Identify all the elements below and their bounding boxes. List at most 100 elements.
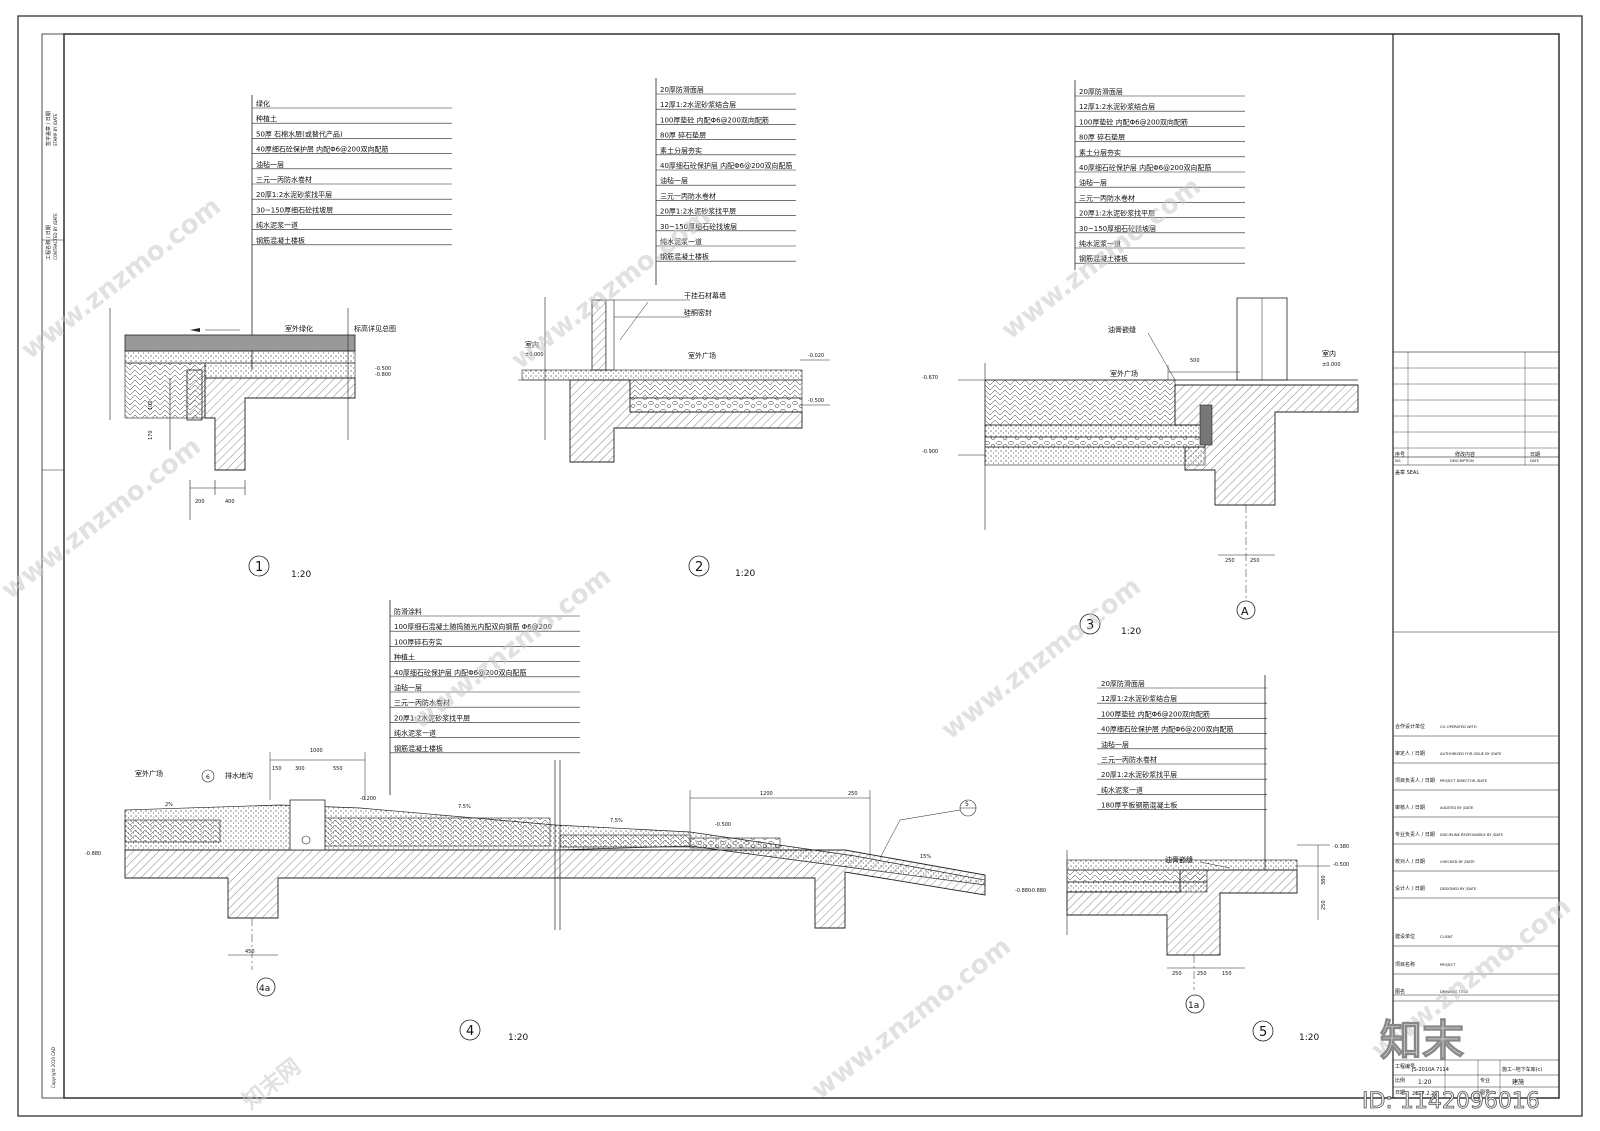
left-strip-text-2: STAMP BY /DATE: [53, 113, 58, 146]
sheet-label: 图号: [1480, 1090, 1490, 1096]
detail-1-area-label: 室外绿化: [285, 324, 313, 333]
layer-label: 20厚1:2水泥砂浆找平层: [256, 190, 332, 199]
detail-4-dim4: 550: [333, 766, 343, 772]
layer-label: 40厚细石砼保护层 内配Φ6@200双向配筋: [1079, 163, 1211, 172]
left-strip-text-4: CONTRACTED BY /DATE: [53, 213, 58, 260]
outer-border: [17, 15, 1583, 1117]
detail-1-dim1: 100: [148, 400, 154, 410]
detail-4-slope4: 15%: [920, 854, 931, 860]
layer-label: 素土分层夯实: [1079, 148, 1121, 157]
detail-2-trim-label: 硅酮密封: [684, 308, 712, 317]
layer-label: 100厚细石混凝土随捣随光内配双向钢筋 Φ6@200: [394, 622, 552, 631]
watermark-brand: 知末: [1380, 1016, 1464, 1065]
title-row-value: CLIENT: [1440, 935, 1454, 939]
title-row-value: AUTHORIZED FOR ISSUE BY /DATE: [1440, 752, 1502, 756]
layer-label: 三元一丙防水卷材: [1101, 755, 1157, 764]
detail-4-number: 4: [466, 1024, 474, 1039]
layer-label: 三元一丙防水卷材: [394, 698, 450, 707]
title-row-value: CO-OPERATED WITH: [1440, 725, 1477, 729]
detail-4-dim2: 150: [272, 766, 282, 772]
detail-5-elev2: -0.500: [1333, 862, 1349, 868]
title-row-value: AUDITED BY /DATE: [1440, 806, 1474, 810]
detail-2-elev2: -0.500: [808, 398, 824, 404]
layer-label: 100厚碎石夯实: [394, 637, 442, 646]
layer-label: 绿化: [256, 99, 270, 108]
layer-label: 80厚 碎石垫层: [660, 131, 706, 140]
detail-5-axis-circle: [1185, 994, 1205, 1014]
detail-5-seal: 油膏嵌缝: [1165, 855, 1193, 864]
rev-header-desc-en: DESCRIPTION: [1450, 459, 1474, 463]
title-row-value: DESIGNED BY /DATE: [1440, 887, 1477, 891]
detail-4-drain: 排水地沟: [225, 771, 253, 780]
watermark-6: www.znzmo.com: [936, 572, 1147, 746]
detail-5-dim2: 250: [1197, 971, 1207, 977]
layer-label: 三元一丙防水卷材: [660, 191, 716, 200]
layer-label: 三元一丙防水卷材: [256, 175, 312, 184]
detail-2-number: 2: [695, 560, 703, 575]
detail-5-elev3: -0.880: [1030, 888, 1046, 894]
layer-label: 50厚 石棉水层(或替代产品): [256, 129, 343, 138]
detail-4-dim7: 450: [245, 949, 255, 955]
layer-label: 30~150厚细石砼找坡层: [660, 222, 737, 231]
detail-5-dim1: 250: [1172, 971, 1182, 977]
layer-label: 纯水泥浆一道: [394, 729, 436, 738]
layer-label: 种植土: [256, 114, 277, 123]
layer-label: 防滑涂料: [394, 607, 422, 616]
detail-5-dim5: 250: [1321, 900, 1327, 910]
layer-label: 20厚1:2水泥砂浆找平层: [1101, 770, 1177, 779]
title-row-label: 建设单位: [1395, 933, 1415, 940]
date-label: 日期: [1395, 1090, 1405, 1096]
left-strip-copyright: Copyright 2010 CAD: [51, 1047, 56, 1088]
layer-label: 12厚1:2水泥砂浆结合层: [1079, 102, 1155, 111]
detail-2-number-circle: [688, 555, 710, 577]
layer-label: 油毡一层: [1101, 740, 1129, 749]
detail-3-lvl1: -0.670: [922, 375, 938, 381]
detail-4-dim6: 250: [848, 791, 858, 797]
detail-3-indoor-elev: ±0.000: [1322, 362, 1341, 368]
watermark-4: www.znzmo.com: [0, 432, 207, 606]
watermark-site: 知末网: [238, 1054, 306, 1115]
layer-label: 12厚1:2水泥砂浆结合层: [660, 100, 736, 109]
detail-3-axis-circle: [1236, 600, 1256, 620]
layer-label: 纯水泥浆一道: [256, 221, 298, 230]
layer-label: 20厚防滑面层: [1079, 87, 1123, 96]
discipline-value: 建施: [1512, 1078, 1524, 1086]
detail-5-dim4: 380: [1321, 875, 1327, 885]
layer-label: 100厚垫砼 内配Φ6@200双向配筋: [1079, 117, 1188, 126]
detail-3-dim3: 250: [1250, 558, 1260, 564]
detail-4-layer-list: 防滑涂料 100厚细石混凝土随捣随光内配双向钢筋 Φ6@200 100厚碎石夯实种植…: [390, 607, 580, 754]
detail-4-scale: 1:20: [508, 1033, 528, 1043]
detail-3-dim2: 250: [1225, 558, 1235, 564]
layer-label: 种植土: [394, 653, 415, 662]
title-row-value: PROJECT DIRECTOR /DATE: [1440, 779, 1488, 783]
layer-label: 钢筋混凝土楼板: [256, 236, 305, 245]
title-block: 序号 修改内容 日期 NO. DESCRIPTION DATE 盖章 SEAL …: [1392, 351, 1560, 1098]
layer-label: 纯水泥浆一道: [1079, 239, 1121, 248]
detail-1-dim2: 170: [148, 430, 154, 440]
layer-label: 钢筋混凝土楼板: [660, 252, 709, 261]
detail-4-elev3: -0.880: [85, 851, 101, 857]
left-strip-text-1: 签字盖章 / 日期: [45, 111, 52, 146]
title-row-label: 专业负责人 / 日期: [1395, 831, 1435, 838]
detail-5-number: 5: [1259, 1025, 1267, 1040]
layer-label: 素土分层夯实: [660, 146, 702, 155]
title-row-label: 审核人 / 日期: [1395, 804, 1425, 811]
detail-5-dim3: 150: [1222, 971, 1232, 977]
detail-4-slope1: 2%: [165, 802, 173, 808]
detail-4-axis-circle: [256, 977, 276, 997]
detail-5-scale: 1:20: [1299, 1033, 1319, 1043]
title-row-label: 校对人 / 日期: [1395, 858, 1425, 865]
title-row-label: 项目名称: [1395, 961, 1415, 968]
detail-3-indoor: 室内: [1322, 349, 1336, 358]
detail-1-number-circle: [248, 555, 270, 577]
layer-label: 12厚1:2水泥砂浆结合层: [1101, 694, 1177, 703]
watermark-7: www.znzmo.com: [806, 932, 1017, 1106]
detail-4-plaza: 室外广场: [135, 769, 163, 778]
layer-label: 20厚1:2水泥砂浆找平层: [660, 207, 736, 216]
